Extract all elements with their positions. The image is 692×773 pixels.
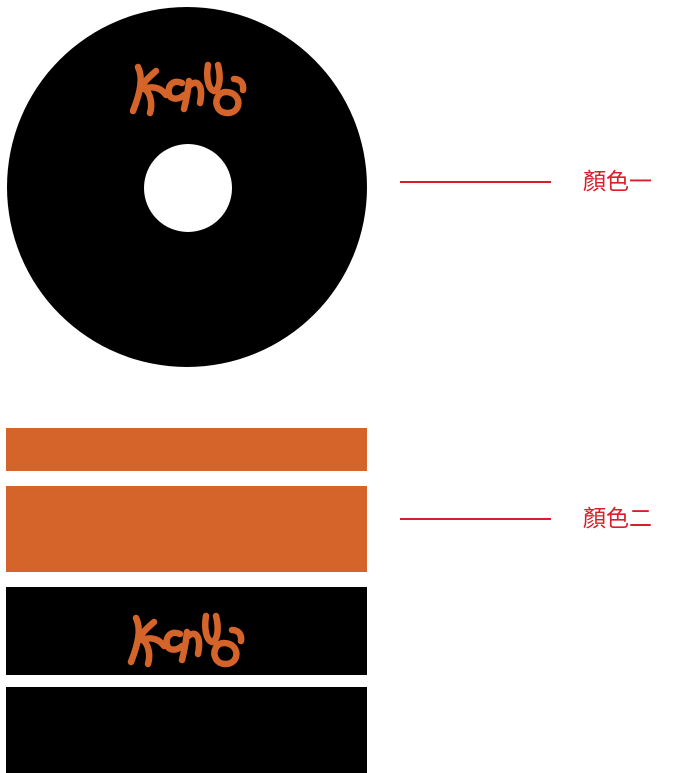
color-band-4 — [6, 687, 367, 773]
disc — [7, 7, 367, 367]
callout-line-2 — [400, 518, 551, 520]
callout-label-1: 顏色一 — [583, 169, 652, 195]
color-band-1 — [6, 428, 367, 471]
callout-line-1 — [400, 181, 551, 183]
callout-label-2: 顏色二 — [583, 506, 652, 532]
keny-logo-icon — [129, 61, 247, 117]
color-band-2 — [6, 486, 367, 572]
logo-band — [6, 587, 367, 675]
keny-logo-icon — [127, 612, 245, 668]
disc-center-hole — [144, 144, 232, 232]
